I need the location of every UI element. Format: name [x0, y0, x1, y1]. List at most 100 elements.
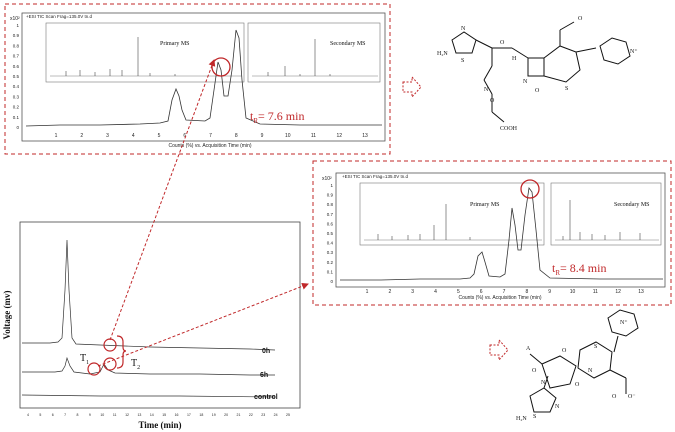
- x-tick-label: 5: [158, 133, 161, 139]
- x-tick-label: 16: [175, 413, 179, 417]
- trace-label-0h: 0h: [262, 348, 270, 355]
- x-tick-label: 8: [235, 133, 238, 139]
- x-tick-label: 4: [132, 133, 135, 139]
- x-tick-label: 6: [52, 413, 54, 417]
- svg-text:A: A: [526, 346, 531, 352]
- x-tick-label: 25: [286, 413, 290, 417]
- y-tick-label: 0.6: [327, 221, 334, 226]
- x-tick-label: 6: [480, 289, 483, 295]
- x-tick-label: 1: [55, 133, 58, 139]
- right-secondary-ms-label: Secondary MS: [614, 202, 650, 208]
- x-tick-label: 24: [274, 413, 278, 417]
- svg-text:N: N: [555, 404, 560, 410]
- x-tick-label: 14: [150, 413, 154, 417]
- main-plot-frame: [19, 221, 301, 409]
- bottom-molecular-structure: [529, 309, 639, 413]
- arrow-t1-to-right: [97, 282, 309, 367]
- right-chromatogram-trace: [340, 186, 663, 281]
- svg-text:N: N: [484, 87, 489, 93]
- y-tick-label: 1: [16, 23, 19, 28]
- x-tick-label: 20: [224, 413, 228, 417]
- x-tick-label: 12: [336, 133, 342, 139]
- x-tick-label: 22: [249, 413, 253, 417]
- top-panel-header: +ESI TIC Scan Frag=135.0V tn.d: [26, 14, 92, 19]
- x-tick-label: 5: [457, 289, 460, 295]
- right-peak-highlight-circle: [520, 179, 540, 199]
- svg-text:N: N: [461, 26, 466, 32]
- x-tick-label: 12: [125, 413, 129, 417]
- svg-text:S: S: [461, 58, 464, 64]
- trace-control: [21, 394, 276, 398]
- svg-text:O: O: [490, 98, 495, 104]
- right-panel-header: +ESI TIC Scan Frag=135.0V tn.d: [342, 174, 408, 179]
- top-chromatogram-trace: [25, 29, 382, 127]
- y-tick-label: 0.6: [13, 64, 20, 69]
- x-tick-label: 15: [162, 413, 166, 417]
- x-tick-label: 9: [548, 289, 551, 295]
- main-y-axis-label: Voltage (mv): [2, 291, 12, 340]
- x-tick-label: 2: [388, 289, 391, 295]
- right-primary-ms-label: Primary MS: [470, 202, 500, 208]
- svg-text:O: O: [578, 16, 583, 22]
- svg-text:N⁺: N⁺: [620, 319, 628, 326]
- right-x-axis-label: Counts (%) vs. Acquisition Time (min): [458, 295, 541, 301]
- x-tick-label: 2: [80, 133, 83, 139]
- svg-text:H: H: [512, 56, 517, 62]
- svg-text:O⁻: O⁻: [628, 394, 636, 400]
- x-tick-label: 8: [77, 413, 79, 417]
- y-tick-label: 0.8: [13, 43, 20, 48]
- top-y-exponent: x10²: [10, 16, 20, 22]
- x-tick-label: 1: [366, 289, 369, 295]
- trace-0h: [22, 239, 276, 351]
- svg-text:S: S: [533, 414, 536, 420]
- x-tick-label: 7: [64, 413, 66, 417]
- svg-text:O: O: [575, 382, 580, 388]
- x-tick-label: 13: [362, 133, 368, 139]
- x-tick-label: 10: [100, 413, 104, 417]
- t1-label: T1: [80, 353, 89, 366]
- y-tick-label: 0.8: [327, 202, 334, 207]
- svg-text:COOH: COOH: [500, 126, 518, 132]
- arrow-to-bottom-structure: [489, 338, 509, 362]
- x-tick-label: 9: [89, 413, 91, 417]
- x-tick-label: 4: [434, 289, 437, 295]
- y-tick-label: 0.4: [13, 84, 20, 89]
- x-tick-label: 13: [638, 289, 644, 295]
- x-tick-label: 11: [113, 413, 117, 417]
- right-panel: +ESI TIC Scan Frag=135.0V tn.d x10² 10.9…: [312, 160, 672, 306]
- svg-text:H₂N: H₂N: [516, 416, 527, 422]
- t1-peak-circle: [87, 362, 101, 376]
- svg-text:O: O: [562, 348, 567, 354]
- top-structure-labels: H₂N S N O N H N O S O O COOH N⁺: [437, 16, 638, 132]
- y-tick-label: 0.4: [327, 241, 334, 246]
- top-primary-ms-label: Primary MS: [160, 41, 190, 47]
- y-tick-label: 0.1: [327, 269, 334, 274]
- bottom-structure-labels: H₂N S N O N O S O N O O⁻ N⁺ A: [516, 319, 636, 422]
- svg-text:H₂N: H₂N: [437, 51, 448, 57]
- y-tick-label: 0.9: [327, 193, 334, 198]
- t2-bracket: [116, 335, 127, 369]
- x-tick-label: 7: [503, 289, 506, 295]
- x-tick-label: 8: [525, 289, 528, 295]
- y-tick-label: 1: [330, 183, 333, 188]
- x-tick-label: 11: [593, 289, 598, 295]
- top-primary-ms-inset: Primary MS: [45, 22, 245, 83]
- top-x-axis-label: Counts (%) vs. Acquisition Time (min): [168, 143, 251, 149]
- trace-label-6h: 6h: [260, 372, 268, 379]
- top-panel-dashed-border: [4, 3, 391, 155]
- x-tick-label: 10: [570, 289, 576, 295]
- svg-text:O: O: [535, 88, 540, 94]
- svg-text:O: O: [500, 40, 505, 46]
- y-tick-label: 0.2: [327, 260, 334, 265]
- right-tr-label: tR= 8.4 min: [552, 261, 606, 277]
- svg-text:S: S: [594, 344, 597, 350]
- x-tick-label: 9: [261, 133, 264, 139]
- x-tick-label: 4: [27, 413, 29, 417]
- top-tr-label: tR= 7.6 min: [250, 109, 304, 125]
- svg-text:N: N: [588, 368, 593, 374]
- y-tick-label: 0.1: [13, 115, 20, 120]
- x-tick-label: 21: [237, 413, 241, 417]
- x-tick-label: 23: [261, 413, 265, 417]
